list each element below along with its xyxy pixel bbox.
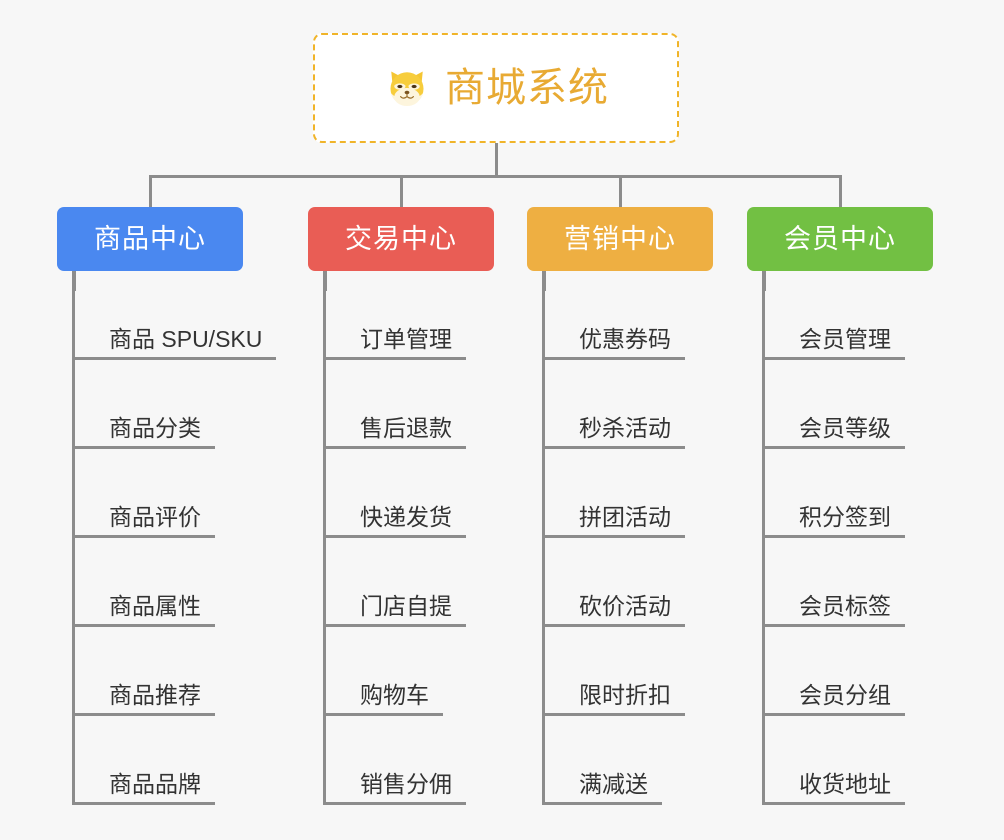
list-item[interactable]: 商品 SPU/SKU [72,271,292,360]
connector-drop-branch-4 [839,175,842,209]
list-item[interactable]: 砍价活动 [542,538,762,627]
leaf-label: 优惠券码 [542,326,685,360]
leaf-label: 订单管理 [323,326,466,360]
list-item[interactable]: 限时折扣 [542,627,762,716]
leaf-label: 砍价活动 [542,593,685,627]
list-item[interactable]: 购物车 [323,627,543,716]
leaf-label: 销售分佣 [323,771,466,805]
branch-column-huiyuan: 会员中心 会员管理 会员等级 积分签到 会员标签 会员分组 收货地址 [747,207,982,805]
leaf-label: 会员标签 [762,593,905,627]
list-item[interactable]: 售后退款 [323,360,543,449]
leaf-label: 商品推荐 [72,682,215,716]
leaf-label: 商品评价 [72,504,215,538]
leaf-label: 商品属性 [72,593,215,627]
branch-head-shangpin[interactable]: 商品中心 [57,207,243,291]
root-node[interactable]: 商城系统 [313,33,679,143]
branch-head-jiaoyi[interactable]: 交易中心 [308,207,494,291]
branch-head-label: 营销中心 [564,223,676,254]
leaf-label: 快递发货 [323,504,466,538]
root-title: 商城系统 [445,66,609,110]
list-item[interactable]: 快递发货 [323,449,543,538]
leaf-label: 商品 SPU/SKU [72,326,277,360]
leaf-label: 秒杀活动 [542,415,685,449]
list-item[interactable]: 积分签到 [762,449,982,538]
leaf-list-huiyuan: 会员管理 会员等级 积分签到 会员标签 会员分组 收货地址 [762,271,982,805]
list-item[interactable]: 会员等级 [762,360,982,449]
list-item[interactable]: 商品品牌 [72,716,292,805]
connector-drop-branch-1 [149,175,152,209]
leaf-label: 拼团活动 [542,504,685,538]
branch-head-label: 交易中心 [345,223,457,254]
leaf-label: 会员管理 [762,326,905,360]
branch-head-huiyuan[interactable]: 会员中心 [747,207,933,291]
leaf-list-shangpin: 商品 SPU/SKU 商品分类 商品评价 商品属性 商品推荐 商品品牌 [72,271,292,805]
list-item[interactable]: 优惠券码 [542,271,762,360]
leaf-label: 商品分类 [72,415,215,449]
list-item[interactable]: 订单管理 [323,271,543,360]
list-item[interactable]: 门店自提 [323,538,543,627]
list-item[interactable]: 收货地址 [762,716,982,805]
connector-root-stem [495,143,498,177]
branch-column-shangpin: 商品中心 商品 SPU/SKU 商品分类 商品评价 商品属性 商品推荐 商品品牌 [57,207,292,805]
shiba-dog-face-icon [383,64,431,112]
list-item[interactable]: 销售分佣 [323,716,543,805]
list-item[interactable]: 商品属性 [72,538,292,627]
leaf-label: 会员等级 [762,415,905,449]
leaf-list-jiaoyi: 订单管理 售后退款 快递发货 门店自提 购物车 销售分佣 [323,271,543,805]
list-item[interactable]: 会员标签 [762,538,982,627]
list-item[interactable]: 满减送 [542,716,762,805]
branch-head-label: 商品中心 [94,223,206,254]
leaf-label: 门店自提 [323,593,466,627]
leaf-label: 会员分组 [762,682,905,716]
list-item[interactable]: 商品推荐 [72,627,292,716]
leaf-label: 商品品牌 [72,771,215,805]
leaf-label: 收货地址 [762,771,905,805]
leaf-label: 积分签到 [762,504,905,538]
branch-column-yingxiao: 营销中心 优惠券码 秒杀活动 拼团活动 砍价活动 限时折扣 满减送 [527,207,762,805]
leaf-list-yingxiao: 优惠券码 秒杀活动 拼团活动 砍价活动 限时折扣 满减送 [542,271,762,805]
connector-drop-branch-3 [619,175,622,209]
leaf-label: 限时折扣 [542,682,685,716]
list-item[interactable]: 会员管理 [762,271,982,360]
connector-drop-branch-2 [400,175,403,209]
branch-head-label: 会员中心 [784,223,896,254]
branch-column-jiaoyi: 交易中心 订单管理 售后退款 快递发货 门店自提 购物车 销售分佣 [308,207,543,805]
connector-horizontal-bus [149,175,842,178]
list-item[interactable]: 秒杀活动 [542,360,762,449]
leaf-label: 售后退款 [323,415,466,449]
list-item[interactable]: 会员分组 [762,627,982,716]
leaf-label: 满减送 [542,771,662,805]
list-item[interactable]: 商品评价 [72,449,292,538]
branch-head-yingxiao[interactable]: 营销中心 [527,207,713,291]
leaf-label: 购物车 [323,682,443,716]
list-item[interactable]: 商品分类 [72,360,292,449]
list-item[interactable]: 拼团活动 [542,449,762,538]
